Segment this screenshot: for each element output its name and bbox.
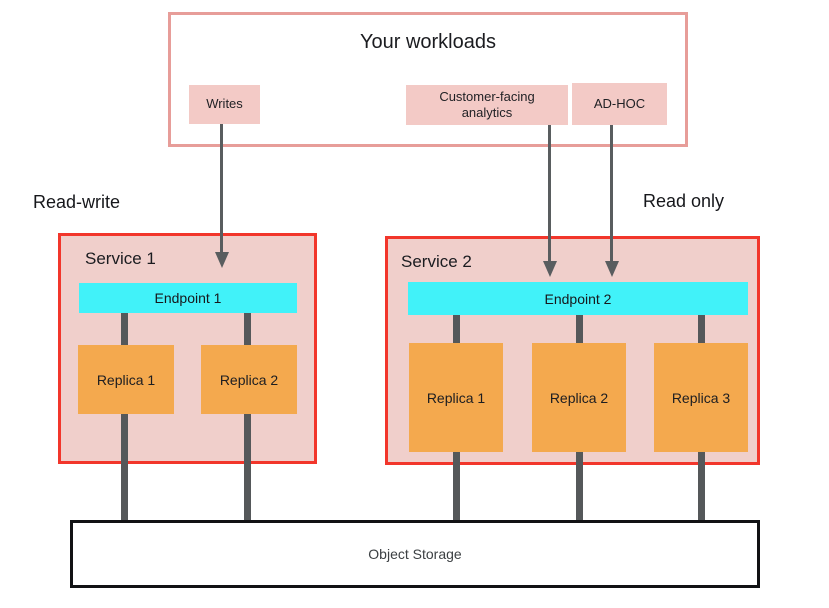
service-2-title: Service 2	[401, 252, 472, 271]
connector-line	[576, 315, 583, 343]
adhoc-arrowhead-icon	[605, 261, 619, 277]
connector-line	[121, 313, 128, 345]
analytics-arrow	[548, 125, 551, 261]
object-storage-box: Object Storage	[70, 520, 760, 588]
service-1-replica-2: Replica 2	[201, 345, 297, 414]
workload-chip-adhoc: AD-HOC	[572, 83, 667, 125]
read-write-label: Read-write	[33, 192, 121, 212]
analytics-arrowhead-icon	[543, 261, 557, 277]
workload-chip-customer-facing-analytics: Customer-facing analytics	[406, 85, 568, 125]
service-2-replica-2: Replica 2	[532, 343, 626, 452]
read-only-label: Read only	[643, 191, 725, 211]
adhoc-arrow	[610, 125, 613, 261]
service-1-title: Service 1	[85, 249, 156, 268]
service-1-replica-1: Replica 1	[78, 345, 174, 414]
connector-line	[698, 315, 705, 343]
connector-line	[576, 452, 583, 523]
connector-line	[698, 452, 705, 523]
service-2-replica-1: Replica 1	[409, 343, 503, 452]
connector-line	[244, 313, 251, 345]
writes-arrow	[220, 124, 223, 252]
service-2-replica-3: Replica 3	[654, 343, 748, 452]
service-2-endpoint: Endpoint 2	[408, 282, 748, 315]
service-1-endpoint: Endpoint 1	[79, 283, 297, 313]
connector-line	[453, 315, 460, 343]
workload-chip-writes: Writes	[189, 85, 260, 124]
connector-line	[244, 414, 251, 523]
connector-line	[121, 414, 128, 523]
workloads-title: Your workloads	[359, 31, 496, 53]
connector-line	[453, 452, 460, 523]
writes-arrowhead-icon	[215, 252, 229, 268]
